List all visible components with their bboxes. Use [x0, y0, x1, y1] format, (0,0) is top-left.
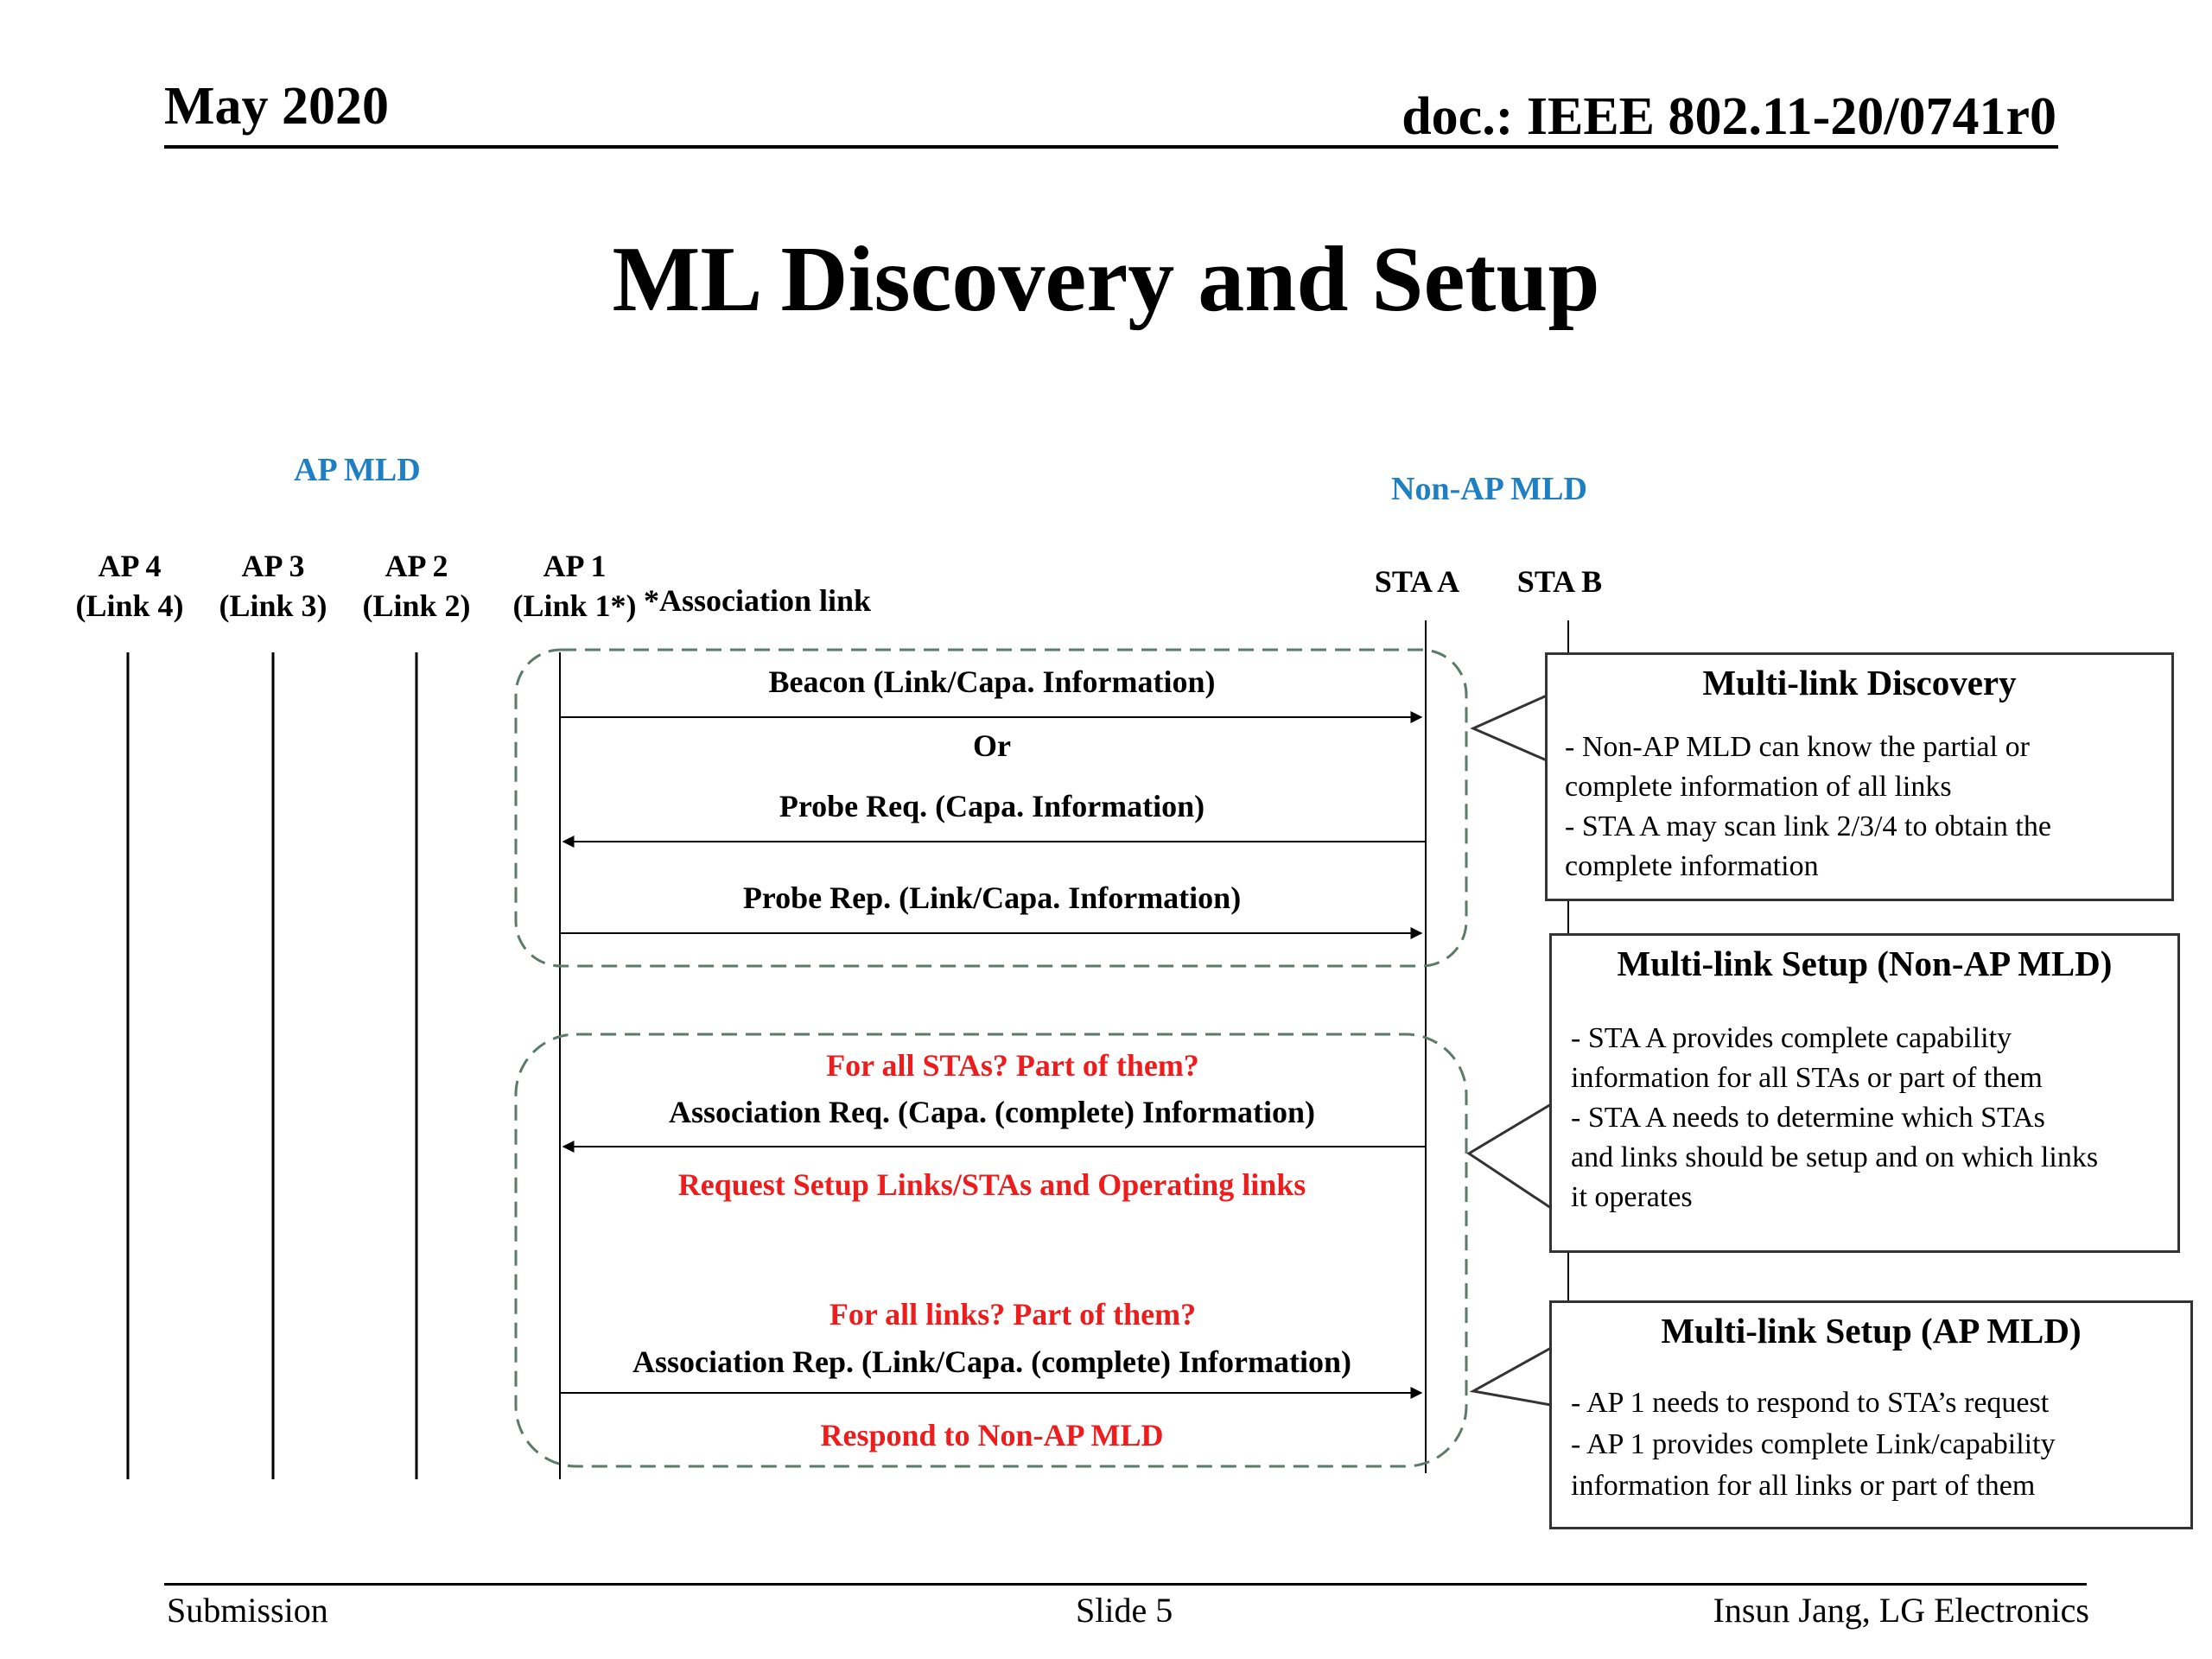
node-sta-b: STA B	[1516, 564, 1603, 599]
footer-submission: Submission	[167, 1591, 328, 1630]
setup-ap-callout-pointer	[1469, 1346, 1552, 1407]
msg-probe-rep: Probe Rep. (Link/Capa. Information)	[742, 880, 1242, 915]
msg-beacon: Beacon (Link/Capa. Information)	[768, 664, 1216, 699]
page-title: ML Discovery and Setup	[612, 228, 1600, 331]
node-ap1-link: (Link 1*)	[512, 588, 637, 623]
node-ap2-name: AP 2	[385, 549, 448, 583]
setup-ap-callout-title: Multi-link Setup (AP MLD)	[1661, 1311, 2082, 1351]
header-doc-id: doc.: IEEE 802.11-20/0741r0	[1402, 87, 2056, 146]
setup-non-ap-callout-title: Multi-link Setup (Non-AP MLD)	[1617, 944, 2113, 983]
msg-assoc-rep: Association Rep. (Link/Capa. (complete) …	[632, 1344, 1351, 1379]
discovery-dashed-box	[514, 648, 1468, 968]
node-ap3-link: (Link 3)	[219, 588, 327, 623]
footer-author: Insun Jang, LG Electronics	[1713, 1591, 2089, 1630]
header-rule	[164, 145, 2058, 149]
discovery-callout-body: - Non-AP MLD can know the partial or com…	[1565, 731, 2051, 882]
node-sta-a: STA A	[1374, 564, 1460, 599]
discovery-callout: Multi-link Discovery - Non-AP MLD can kn…	[1545, 652, 2174, 901]
node-ap1: AP 1 (Link 1*)	[505, 546, 644, 626]
ap1-association-note: *Association link	[644, 583, 872, 618]
node-ap3: AP 3 (Link 3)	[204, 546, 342, 626]
header-date: May 2020	[164, 77, 390, 136]
node-ap4-link: (Link 4)	[75, 588, 184, 623]
ap-mld-label: AP MLD	[294, 452, 421, 488]
setup-ap-callout-body: - AP 1 needs to respond to STA’s request…	[1571, 1387, 2056, 1502]
msg-req-question: For all STAs? Part of them?	[826, 1048, 1199, 1083]
node-ap2-link: (Link 2)	[362, 588, 471, 623]
msg-or: Or	[973, 728, 1011, 763]
msg-probe-req: Probe Req. (Capa. Information)	[779, 789, 1205, 823]
node-ap4: AP 4 (Link 4)	[60, 546, 199, 626]
msg-rep-question: For all links? Part of them?	[829, 1297, 1197, 1332]
footer-rule	[164, 1583, 2087, 1586]
node-ap2: AP 2 (Link 2)	[347, 546, 486, 626]
setup-non-ap-callout-pointer	[1466, 1103, 1552, 1210]
msg-req-note: Request Setup Links/STAs and Operating l…	[677, 1167, 1306, 1202]
discovery-callout-title: Multi-link Discovery	[1702, 663, 2017, 702]
node-ap3-name: AP 3	[241, 549, 305, 583]
msg-assoc-req: Association Req. (Capa. (complete) Infor…	[669, 1095, 1315, 1129]
footer-slide-number: Slide 5	[1076, 1591, 1173, 1630]
discovery-callout-pointer	[1470, 694, 1548, 762]
non-ap-mld-label: Non-AP MLD	[1391, 471, 1587, 507]
node-ap1-name: AP 1	[543, 549, 607, 583]
setup-non-ap-callout-body: - STA A provides complete capability inf…	[1571, 1022, 2099, 1213]
setup-ap-callout: Multi-link Setup (AP MLD) - AP 1 needs t…	[1549, 1300, 2193, 1529]
node-ap4-name: AP 4	[98, 549, 162, 583]
msg-rep-note: Respond to Non-AP MLD	[820, 1418, 1164, 1452]
setup-non-ap-callout: Multi-link Setup (Non-AP MLD) - STA A pr…	[1549, 933, 2180, 1253]
setup-dashed-box	[514, 1033, 1468, 1468]
